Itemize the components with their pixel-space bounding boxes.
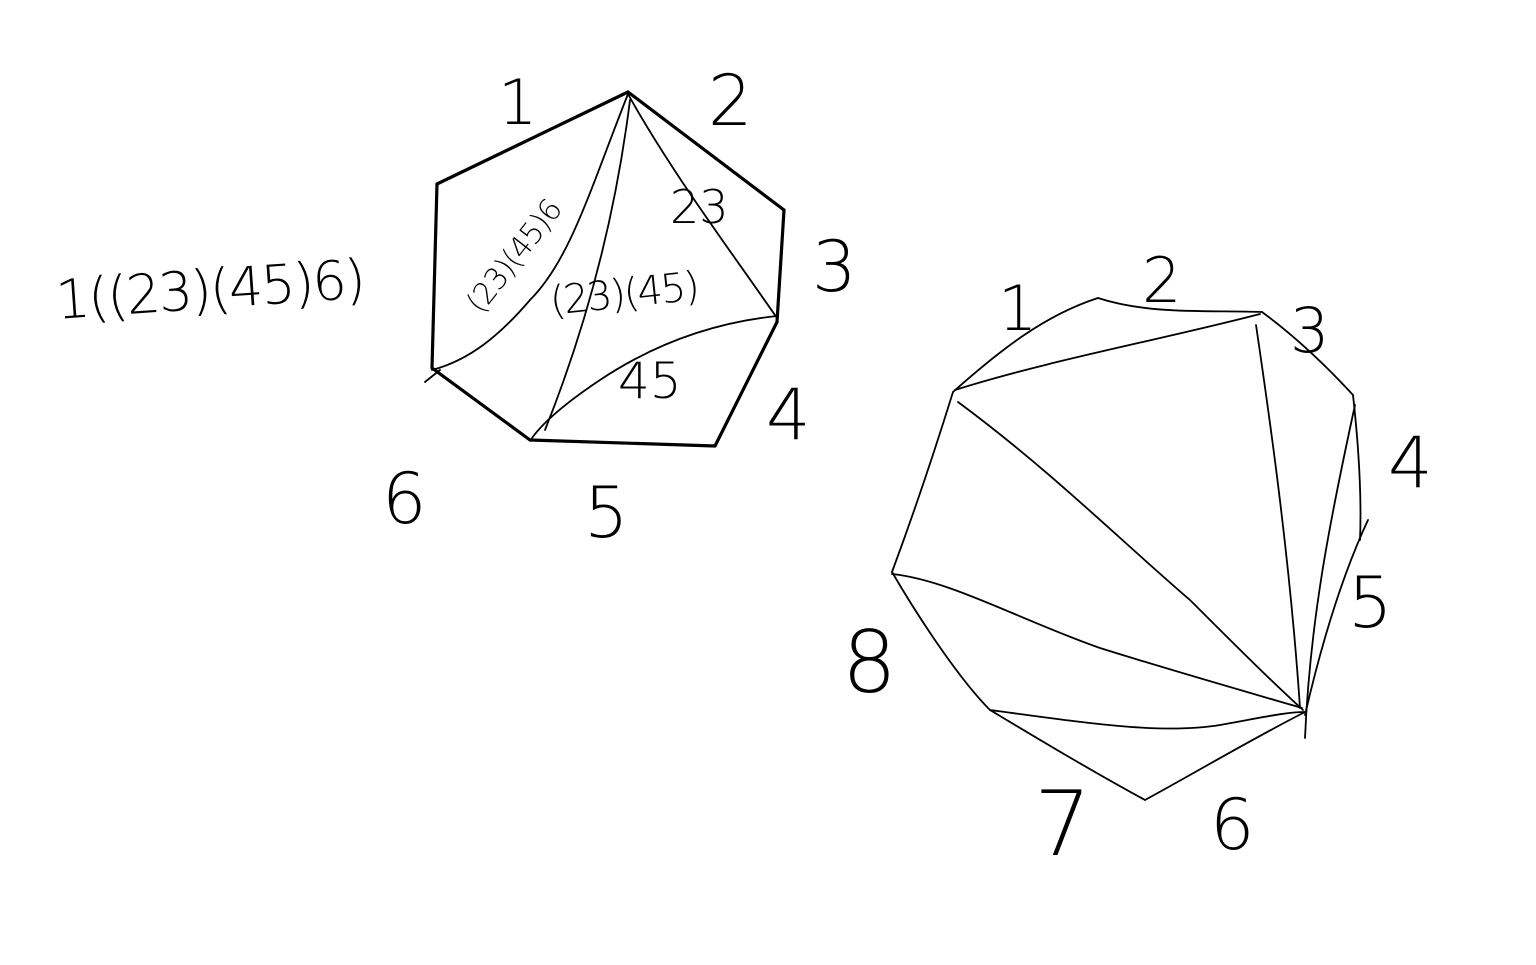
octagon-vertex-label-2: 2 <box>1142 244 1182 317</box>
octagon-edge-2-3 <box>1097 297 1263 313</box>
octagon-edge-1-2 <box>952 297 1099 393</box>
octagon-diagonals <box>891 313 1356 739</box>
hexagon-diagonal-2-6 <box>431 93 629 371</box>
hexagon-edge-4-5 <box>713 320 779 448</box>
octagon-vertex-label-7: 7 <box>1034 772 1092 877</box>
hexagon-vertex-label-3: 3 <box>812 226 857 308</box>
octagon-edge-8-1 <box>891 391 954 573</box>
octagon-edge-5-6 <box>1304 519 1369 716</box>
hexagon-diagonal-2-5 <box>544 99 631 431</box>
octagon-diagonal-5-6 <box>1304 404 1356 739</box>
hexagon-edge-6-1 <box>430 182 532 442</box>
hexagon-vertex-label-1: 1 <box>498 66 538 139</box>
hexagon-tick <box>424 369 441 383</box>
octagon-diagonal-8-6 <box>891 573 1303 709</box>
octagon-diagonal-1-3 <box>954 313 1261 391</box>
hexagon-diagonal-4-5 <box>531 315 778 439</box>
octagon-vertex-label-5: 5 <box>1348 562 1393 644</box>
hexagon-outline <box>430 90 786 448</box>
hexagon-diagonal-2-4 <box>627 93 778 319</box>
octagon-vertex-label-1: 1 <box>998 272 1038 345</box>
hexagon-vertex-label-2: 2 <box>708 60 753 142</box>
octagon-outline <box>891 297 1369 801</box>
hexagon-edge-5-6 <box>528 438 717 448</box>
hexagon-vertex-label-4: 4 <box>766 374 811 456</box>
hexagon-diagonals <box>424 93 778 439</box>
octagon-vertex-label-3: 3 <box>1290 294 1330 367</box>
octagon-vertex-label-6: 6 <box>1210 784 1255 866</box>
hexagon-edge-1-2 <box>435 90 630 186</box>
octagon-diagonal-7-6 <box>989 709 1306 730</box>
hexagon-region-label-45: 45 <box>618 352 682 410</box>
octagon-edge-4-5 <box>1352 394 1362 541</box>
hexagon-vertex-label-5: 5 <box>584 472 629 554</box>
octagon-edge-3-4 <box>1261 311 1354 396</box>
hexagon-edge-2-3 <box>626 90 786 212</box>
octagon-diagonal-1-6 <box>957 401 1304 711</box>
octagon-vertex-label-8: 8 <box>842 613 897 713</box>
octagon-edge-7-8 <box>891 571 1146 801</box>
hexagon-edge-3-4 <box>775 208 786 324</box>
hexagon-region-label-23: 23 <box>670 180 729 234</box>
octagon-edge-6-7 <box>1144 711 1306 801</box>
hexagon-vertex-label-6: 6 <box>382 458 427 540</box>
octagon-vertex-label-4: 4 <box>1388 422 1433 504</box>
octagon-diagonal-3-6 <box>1255 324 1301 709</box>
